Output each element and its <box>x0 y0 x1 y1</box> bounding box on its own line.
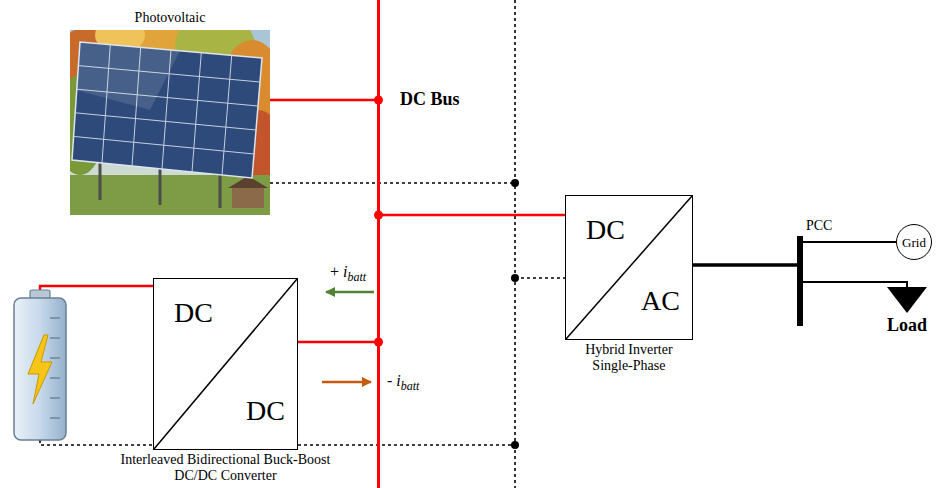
battery-icon <box>50 377 60 379</box>
source-label: Grid <box>902 235 926 250</box>
converter-divider <box>566 196 692 339</box>
control-junction-dot <box>511 441 519 449</box>
bus-name: PCC <box>806 218 832 234</box>
discharge-current-arrow <box>322 381 371 384</box>
node-title: Interleaved Bidirectional Buck-Boost DC/… <box>100 452 352 484</box>
label-part: i <box>396 372 400 389</box>
port-label: DC <box>246 395 285 427</box>
panel-cell-grid <box>74 136 254 154</box>
battery-icon <box>28 335 52 404</box>
charge-current-arrow <box>326 291 374 294</box>
label-part: batt <box>401 379 420 393</box>
control-signal-line <box>298 444 515 446</box>
label-part: batt <box>347 270 366 284</box>
battery-icon <box>50 357 60 359</box>
converter-divider <box>154 279 297 449</box>
battery-icon <box>50 417 60 419</box>
bus-name: DC Bus <box>400 88 460 110</box>
dc-power-line <box>270 99 377 102</box>
grid-source: Grid <box>896 224 932 260</box>
dc-power-line <box>380 214 565 217</box>
solar-panel-photo <box>159 166 162 205</box>
inverter-box: DCACHybrid Inverter Single-Phase <box>565 195 693 340</box>
battery-icon <box>50 317 60 319</box>
load-symbol: Load <box>887 287 927 313</box>
control-signal-line <box>270 182 515 184</box>
dc-bus: DC Bus <box>377 0 380 488</box>
node-title: Photovoltaic <box>135 10 206 26</box>
battery-icon <box>14 298 66 440</box>
solar-panel-photo <box>70 30 270 215</box>
battery-icon <box>50 337 60 339</box>
port-label: AC <box>641 285 680 317</box>
load-label: Load <box>887 315 927 336</box>
grid-line <box>803 241 896 243</box>
load-arrow <box>887 287 927 313</box>
battery-positive-line <box>40 286 153 291</box>
label-part: - <box>387 372 396 389</box>
photovoltaic-array: Photovoltaic <box>70 30 270 215</box>
panel-cell-grid <box>222 55 232 175</box>
label-part: + <box>330 263 343 280</box>
solar-panel-photo <box>232 186 264 208</box>
dcdc-converter-box: DCDCInterleaved Bidirectional Buck-Boost… <box>153 278 298 450</box>
current-label: - ibatt <box>387 372 419 395</box>
port-label: DC <box>586 214 625 246</box>
converter-divider <box>566 196 692 339</box>
control-junction-dot <box>511 179 519 187</box>
panel-cell-grid <box>75 113 256 130</box>
battery-icon <box>50 397 60 399</box>
control-junction-dot <box>511 179 519 449</box>
control-signal-line <box>515 277 565 279</box>
solar-panel-photo <box>70 30 270 215</box>
dc-power-line <box>298 341 377 344</box>
pcc-bus-bar: PCC <box>797 236 803 326</box>
ac-power-line <box>693 263 797 267</box>
port-label: DC <box>174 297 213 329</box>
battery-icon <box>14 290 66 440</box>
control-bus-line <box>514 0 516 488</box>
battery-icon <box>50 318 60 418</box>
node-title: Hybrid Inverter Single-Phase <box>569 342 689 374</box>
label-part: i <box>343 263 347 280</box>
current-label: + ibatt <box>330 263 366 286</box>
control-junction-dot <box>511 274 519 282</box>
solar-panel-photo <box>72 42 262 178</box>
solar-panel-photo <box>99 160 102 200</box>
load-line <box>803 282 907 287</box>
solar-panel-photo <box>76 42 180 110</box>
panel-cell-grid <box>192 53 201 172</box>
solar-panel-photo <box>219 172 222 208</box>
load-arrow <box>887 287 927 313</box>
